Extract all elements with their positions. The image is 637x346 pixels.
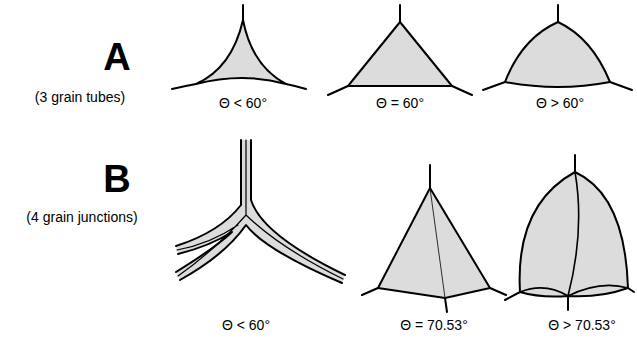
angle-label: Θ > 60° — [536, 96, 584, 111]
concave-tube — [172, 5, 306, 89]
angle-label: Θ > 70.53° — [548, 318, 615, 333]
convex-tube — [483, 5, 632, 90]
convex-junction — [505, 155, 634, 310]
angle-label: Θ = 60° — [376, 96, 424, 111]
angle-label: Θ = 70.53° — [400, 318, 467, 333]
panel-letter: A — [103, 37, 130, 79]
panel-caption: (3 grain tubes) — [35, 90, 125, 105]
tetrahedron-junction — [362, 165, 506, 312]
panel-caption: (4 grain junctions) — [26, 210, 137, 225]
angle-label: Θ < 60° — [222, 318, 270, 333]
junction-thin — [176, 140, 345, 283]
flat-tube — [328, 5, 472, 95]
angle-label: Θ < 60° — [219, 96, 267, 111]
panel-letter: B — [103, 159, 130, 201]
